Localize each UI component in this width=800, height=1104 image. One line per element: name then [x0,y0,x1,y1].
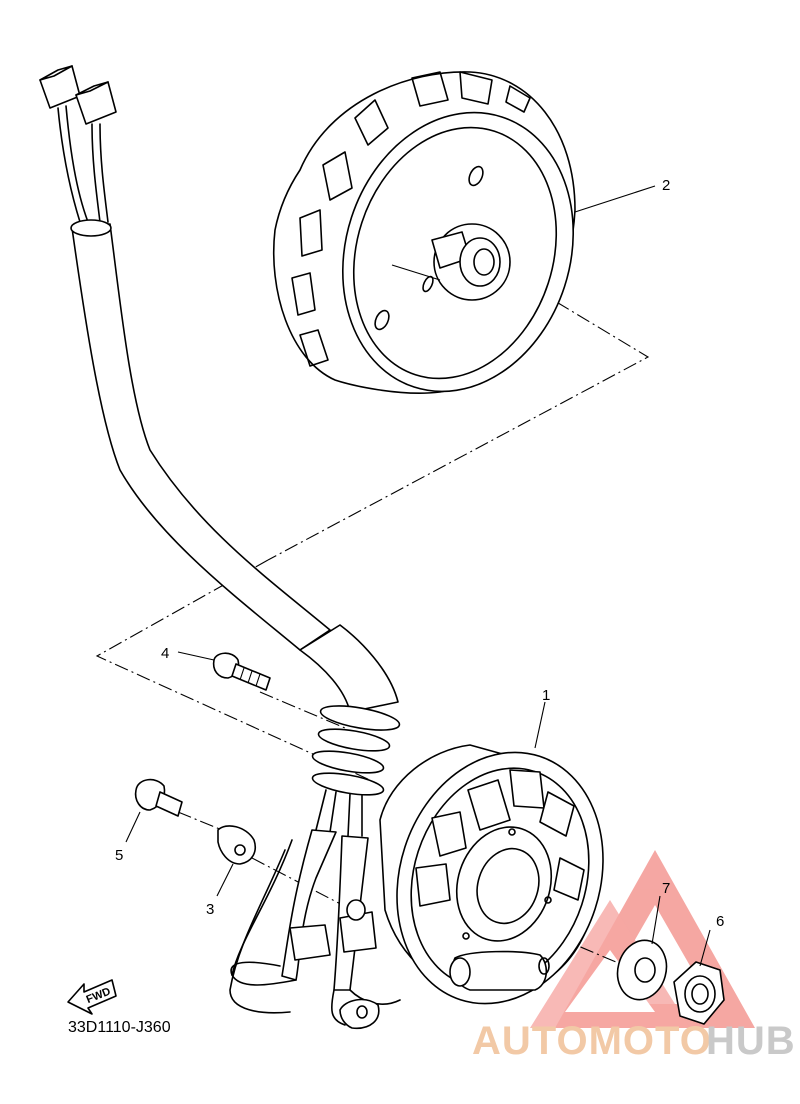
callout-6: 6 [716,913,724,930]
wire-harness [39,65,401,1026]
screw-part-5 [134,778,183,817]
stator-assembly [339,744,604,1030]
watermark-text-hub: HUB [706,1019,796,1063]
rotor-flywheel [272,71,576,394]
diagram-code: 33D1110-J360 [68,1019,171,1036]
bolt-part-4 [212,652,271,691]
callout-3: 3 [206,901,214,918]
callout-7: 7 [662,880,670,897]
nut-part-6 [673,961,725,1025]
callout-2: 2 [662,177,670,194]
callout-4: 4 [161,645,169,662]
callout-1: 1 [542,687,550,704]
washer-part-7 [616,939,668,1001]
callout-5: 5 [115,847,123,864]
fwd-arrow-icon: FWD [67,979,117,1015]
watermark-text-auto: AUTOMOTO [472,1019,712,1063]
clamp-part-3 [217,825,256,865]
leader-lines [125,185,711,967]
